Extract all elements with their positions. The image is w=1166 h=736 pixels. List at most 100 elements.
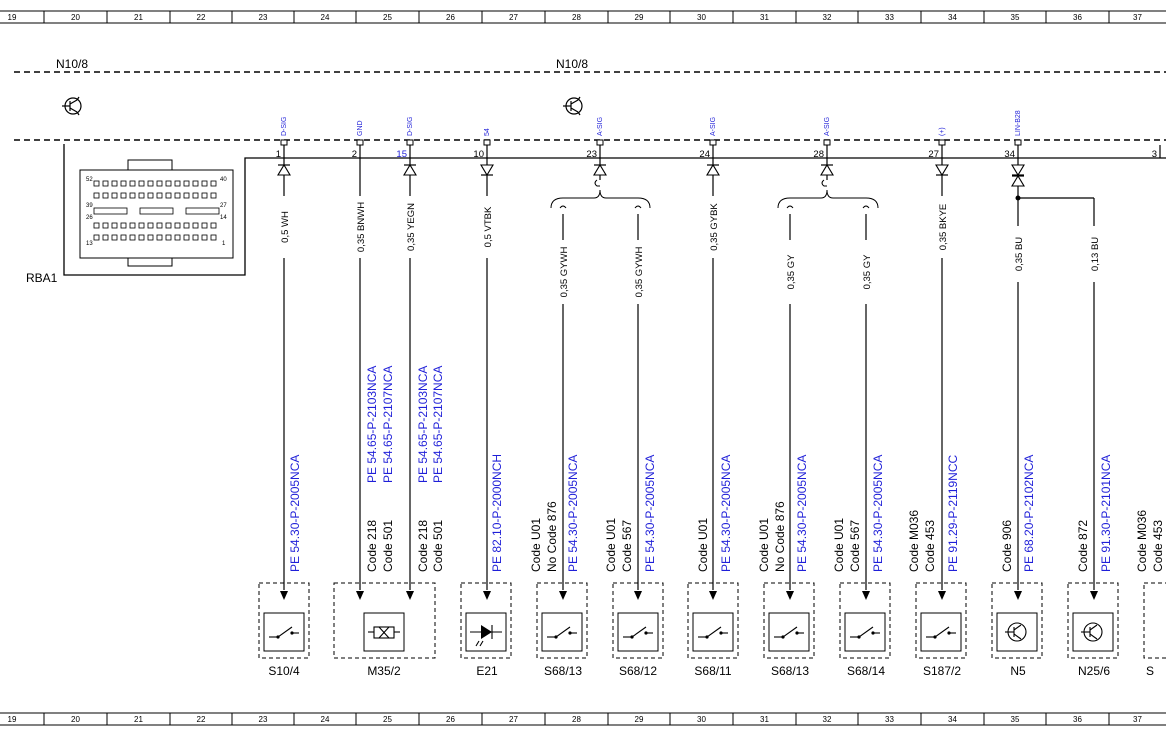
pin-terminal (483, 139, 491, 146)
reference-link-text: PE 91.29-P-2119NCC (946, 454, 960, 572)
pin-signal-label: A-SIG (824, 117, 831, 136)
component-box (333, 582, 436, 659)
connector-pin-cell (138, 222, 145, 229)
component-label: S68/12 (619, 664, 657, 678)
component-box (915, 582, 967, 659)
pin-number: 28 (813, 149, 824, 160)
label-gap (481, 196, 493, 258)
ruler-number: 19 (8, 13, 17, 22)
component-label: S68/11 (694, 664, 731, 678)
connector-pin-cell (138, 234, 145, 241)
pin-label-1: 1 (222, 241, 226, 247)
component-symbol (1072, 612, 1114, 652)
connector-pin-cell (210, 180, 217, 187)
connector-pin-cell (102, 180, 109, 187)
code-text: Code 872 (1076, 520, 1090, 572)
connector-pin-cell (111, 222, 118, 229)
pin-terminal (1014, 139, 1022, 146)
ruler-number: 33 (885, 13, 894, 22)
direction-arrow-icon (1011, 174, 1025, 187)
pin-label-40: 40 (220, 177, 227, 183)
direction-arrow-icon (593, 163, 607, 176)
pin-number: 2 (352, 149, 357, 160)
reference-link-text: PE 91.30-P-2101NCA (1099, 455, 1113, 572)
label-gap (1088, 226, 1100, 282)
reference-link-text: PE 54.65-P-2107NCA (381, 366, 395, 483)
pin-number: 23 (586, 149, 597, 160)
direction-arrow-icon (277, 163, 291, 176)
pin-terminal (596, 139, 604, 146)
component-box (1067, 582, 1119, 659)
connector-pin-cell (165, 192, 172, 199)
pin-signal-label: GND (357, 120, 364, 136)
connector-housing-outline (63, 144, 1166, 276)
component-symbol (263, 612, 305, 652)
switch-icon (920, 612, 962, 652)
component-symbol (996, 612, 1038, 652)
connector-pin-cell (147, 234, 154, 241)
switch-line (934, 626, 950, 638)
ruler-number: 36 (1073, 13, 1082, 22)
connector-pin-cell (120, 234, 127, 241)
pin-terminal (280, 139, 288, 146)
direction-arrow-icon (706, 163, 720, 176)
pin-number: 10 (473, 149, 484, 160)
ruler-number: 24 (321, 13, 330, 22)
wire-arrowhead-icon (406, 591, 414, 600)
wire-arrowhead-icon (483, 591, 491, 600)
switch-line (277, 626, 293, 638)
ruler-number: 36 (1073, 715, 1082, 724)
connector-pin-cell (111, 192, 118, 199)
connector-pin-cell (102, 222, 109, 229)
connector-pin-cell (174, 192, 181, 199)
wire-label: 0,35 GYBK (709, 203, 720, 251)
connector-pin-cell (201, 192, 208, 199)
connector-pin-cell (111, 234, 118, 241)
transistor-icon (996, 612, 1038, 652)
pin-terminal (406, 139, 414, 146)
ruler-number: 28 (572, 715, 581, 724)
label-gap (707, 196, 719, 258)
wire-label: 0,5 WH (280, 211, 291, 243)
switch-line (555, 626, 571, 638)
ruler-number: 21 (134, 715, 143, 724)
wire-label: 0,35 GYWH (634, 247, 645, 298)
pin-terminal (938, 139, 946, 146)
wire-arrowhead-icon (938, 591, 946, 600)
connector-label: RBA1 (26, 271, 58, 285)
direction-arrow-icon (480, 164, 494, 177)
code-text: Code M036 (1135, 510, 1149, 572)
code-text: Code U01 (529, 518, 543, 572)
connector-pin-cell (183, 222, 190, 229)
connector-pins: D-SIG1GND2D-SIG155410A-SIG23A-SIG24A-SIG… (276, 110, 1157, 160)
label-gap (784, 240, 796, 304)
code-text: Code 501 (431, 520, 445, 572)
code-text: Code 567 (620, 520, 634, 572)
ruler-number: 35 (1011, 715, 1020, 724)
connector-pin-cell (147, 180, 154, 187)
direction-arrow-icon (403, 163, 417, 176)
ruler-number: 27 (509, 13, 518, 22)
pin-label-39: 39 (86, 203, 93, 209)
ruler-number: 32 (823, 715, 832, 724)
transistor-lead (1089, 624, 1098, 631)
wire-label: 0,35 BKYE (938, 204, 949, 250)
wire-label: 0,5 VTBK (483, 206, 494, 247)
component-symbol (541, 612, 583, 652)
connector-pin-cell (183, 192, 190, 199)
ruler-number: 31 (760, 13, 769, 22)
connector-pin-cell (165, 180, 172, 187)
transistor-icon (62, 96, 82, 116)
wire-arrowhead-icon (1090, 591, 1098, 600)
ruler-number: 20 (71, 13, 80, 22)
component-label: S68/14 (847, 664, 885, 678)
connector-pin-cell (93, 192, 100, 199)
switch-icon (768, 612, 810, 652)
connector-pin-cell (201, 180, 208, 187)
transistor-lead (1013, 624, 1022, 631)
pin-label-13: 13 (86, 241, 93, 247)
ruler-number: 37 (1133, 715, 1142, 724)
reference-link-text: PE 54.30-P-2005NCA (871, 455, 885, 572)
direction-arrow-icon (1011, 164, 1025, 177)
